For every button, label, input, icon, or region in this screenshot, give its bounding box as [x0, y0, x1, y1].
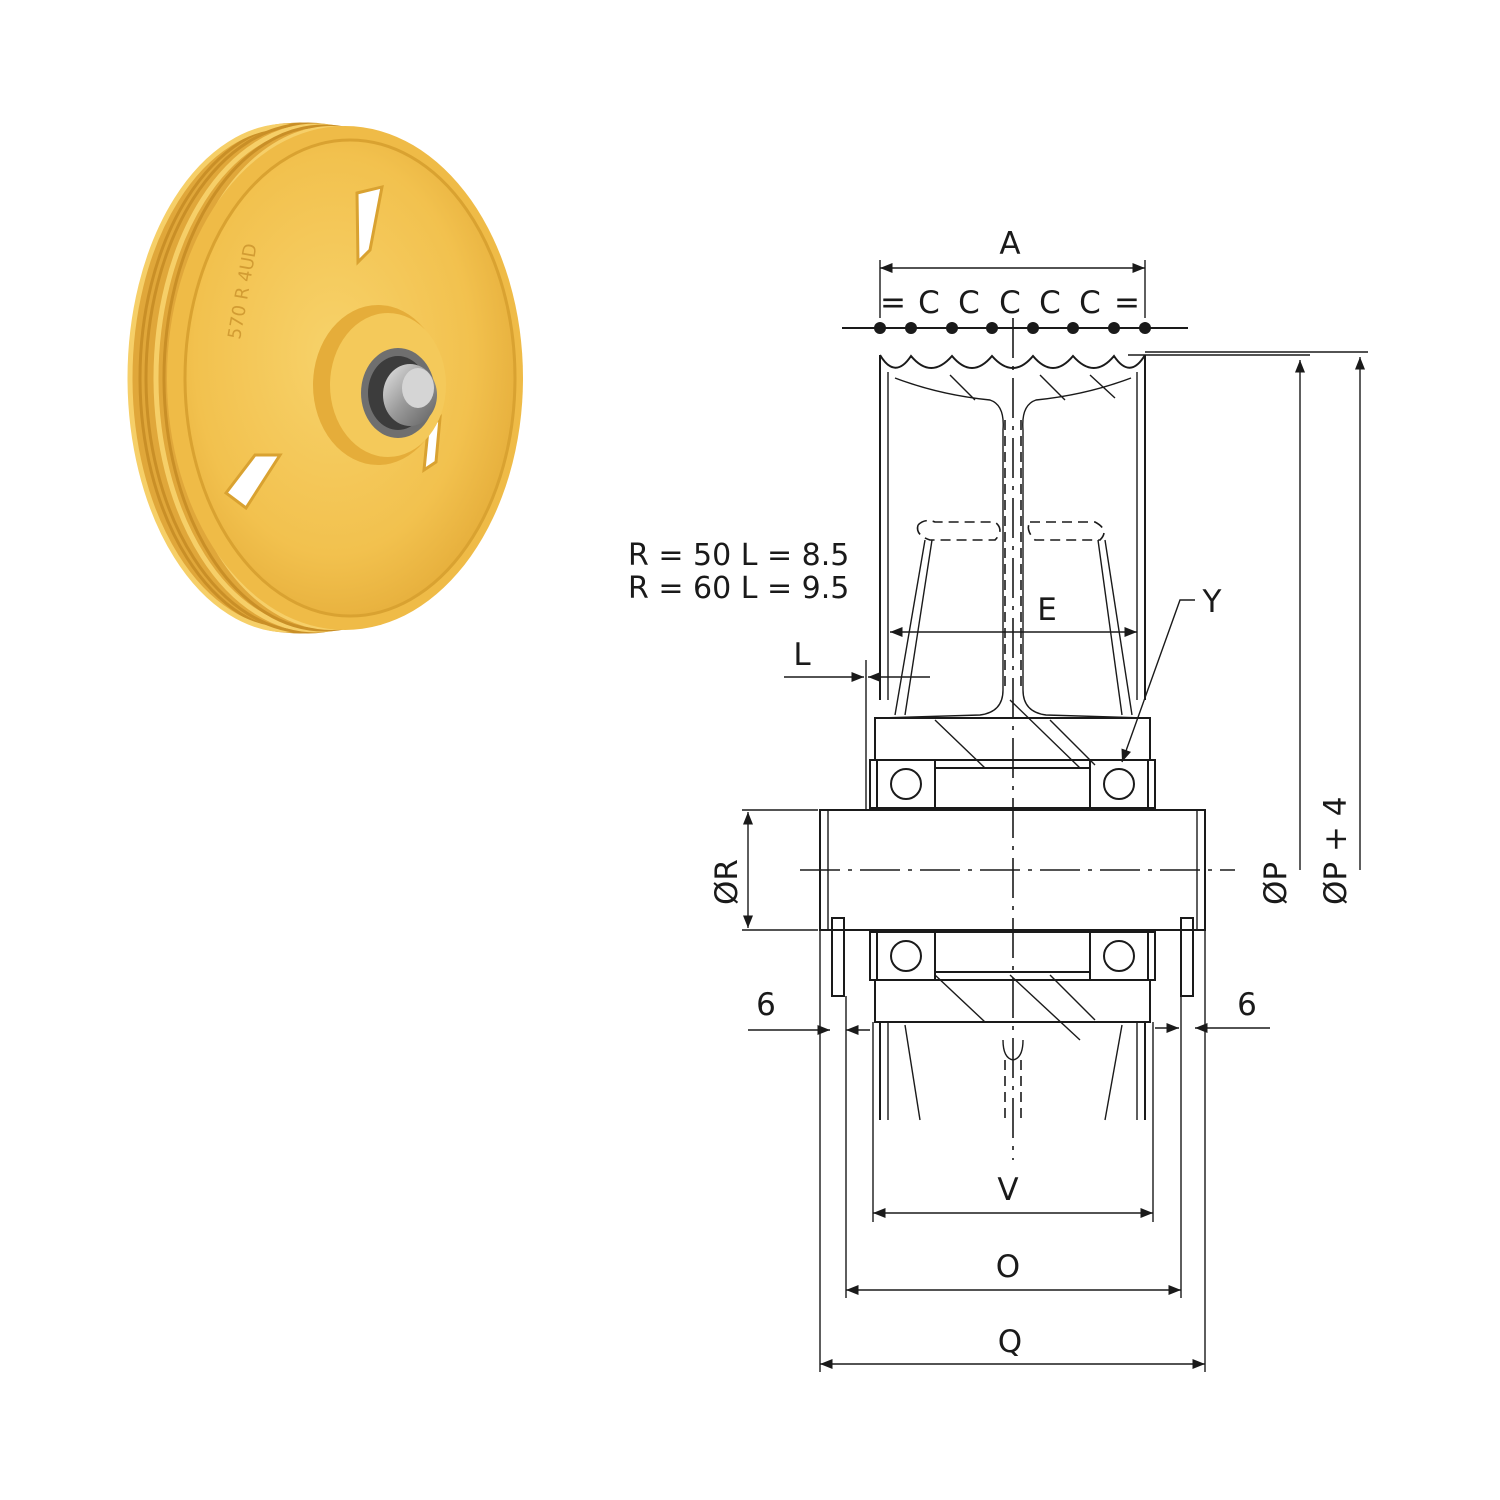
hub-hatching-top: [934, 699, 1096, 769]
circlip-left: [831, 917, 845, 997]
dimension-p-label: ØP: [1258, 862, 1294, 905]
dimension-6-right: 6: [1237, 987, 1257, 1023]
pulley-photo: 570 R 4UD: [127, 122, 523, 634]
svg-text:C: C: [999, 285, 1021, 321]
dimension-e-label: E: [1037, 592, 1057, 628]
hub-hatching-bottom: [934, 974, 1096, 1041]
svg-text:=: =: [880, 285, 906, 321]
svg-text:C: C: [1079, 285, 1101, 321]
dimension-l-label: L: [793, 637, 811, 673]
circlip-right: [1180, 917, 1194, 997]
svg-text:=: =: [1114, 285, 1140, 321]
rim-hatching: [949, 374, 1116, 401]
hub-bottom: [869, 931, 1156, 981]
technical-drawing: A = C C C C C = ØP ØP + 4 E R = 50 L = 8…: [628, 226, 1368, 1372]
note-line-1: R = 50 L = 8.5: [628, 538, 849, 573]
svg-text:C: C: [1039, 285, 1061, 321]
dimension-v-label: V: [997, 1172, 1018, 1208]
groove-points: [874, 322, 1151, 334]
note-line-2: R = 60 L = 9.5: [628, 571, 849, 606]
bearing-bottom-left: [876, 931, 936, 981]
dimension-o-label: O: [996, 1249, 1020, 1285]
bearing-top-left: [876, 759, 936, 809]
dimension-q-label: Q: [998, 1324, 1022, 1360]
groove-spacing-labels: = C C C C C =: [880, 285, 1140, 321]
svg-text:C: C: [958, 285, 980, 321]
web-hidden: [1004, 420, 1022, 690]
dimension-6-left: 6: [756, 987, 776, 1023]
svg-text:C: C: [918, 285, 940, 321]
rim-outline: [879, 355, 1146, 700]
bearing-bottom-right: [1089, 931, 1149, 981]
dimension-a-label: A: [999, 226, 1020, 262]
label-y: Y: [1202, 584, 1222, 620]
leader-y: [1121, 599, 1195, 763]
dimension-p4-label: ØP + 4: [1318, 797, 1354, 906]
dimension-r-label: ØR: [709, 859, 745, 905]
bearing-top-right: [1089, 759, 1149, 809]
groove-profile: [879, 354, 1146, 369]
